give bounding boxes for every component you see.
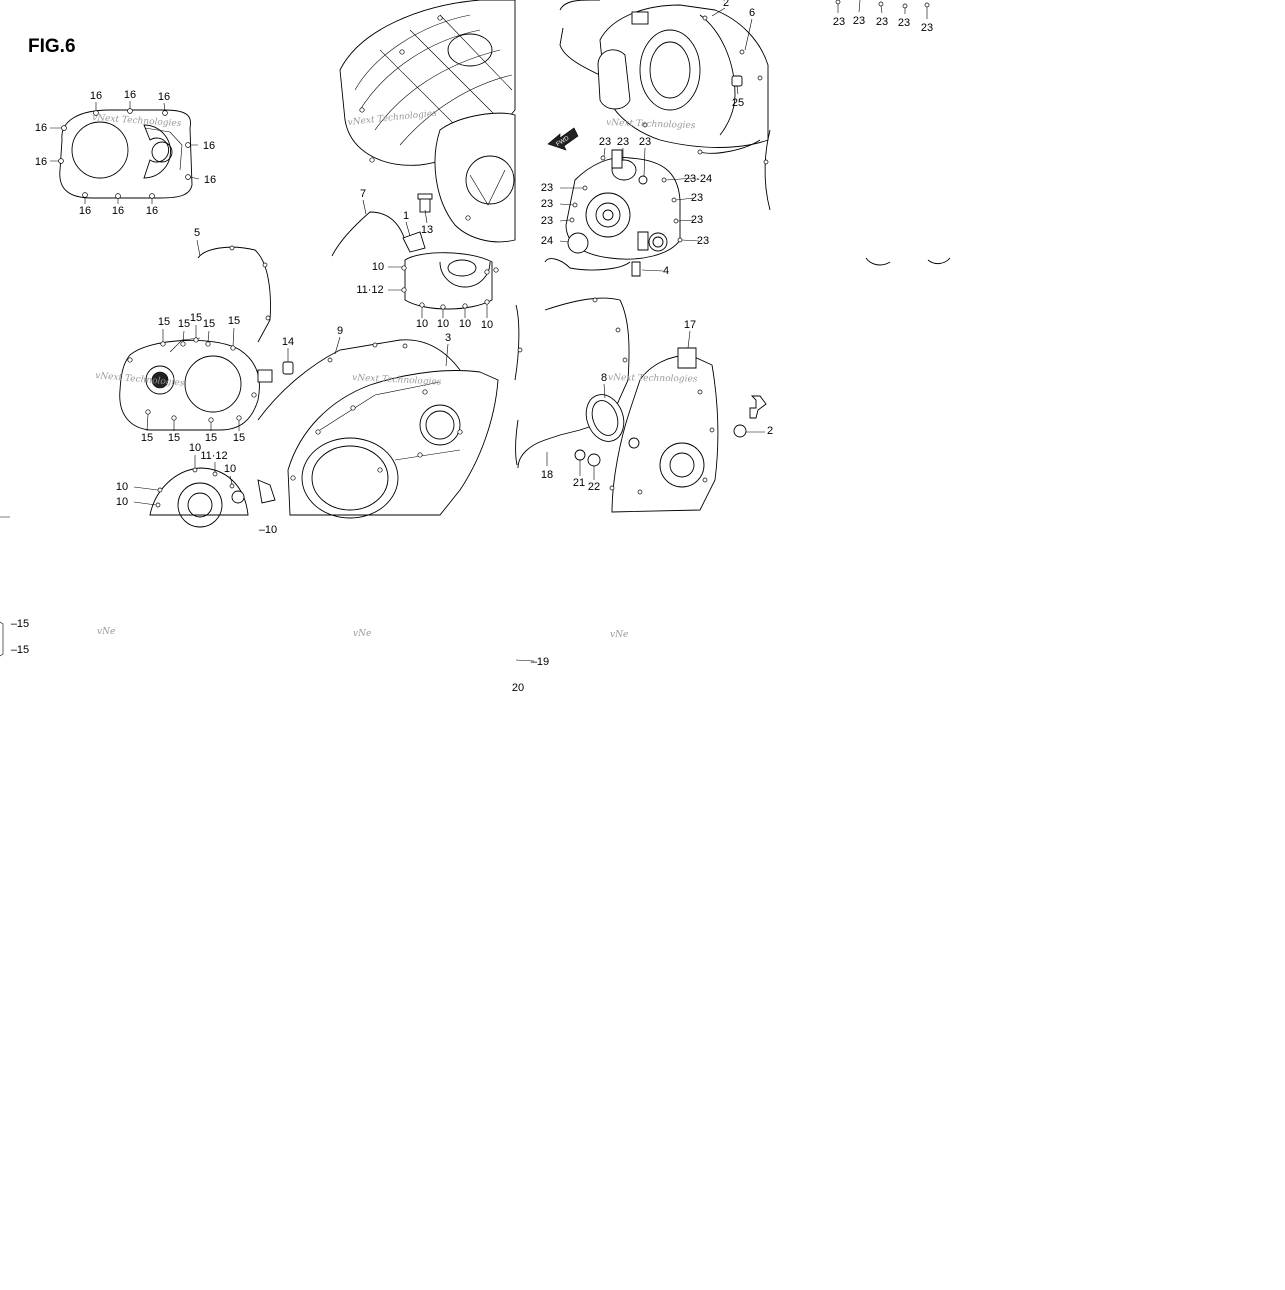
part-label: 15 — [203, 318, 215, 330]
part-label: 24 — [541, 235, 553, 247]
part-label: 23 — [639, 136, 651, 148]
generator-cover — [514, 297, 767, 513]
part-label: 25 — [732, 97, 744, 109]
part-label: 8 — [601, 372, 607, 384]
part-label: 14 — [282, 336, 294, 348]
part-label: 9 — [337, 325, 343, 337]
watermarks: vNext Technologies vNext Technologies vN… — [92, 109, 698, 640]
part-label: 17 — [684, 319, 696, 331]
top-middle-case — [339, 0, 516, 243]
bottom-left-cover — [133, 455, 249, 528]
part-label: 23 — [541, 215, 553, 227]
part-label: 4 — [663, 265, 669, 277]
part-label: 16 — [79, 205, 91, 217]
part-label: –15 — [11, 618, 29, 630]
part-label: 23-24 — [684, 173, 712, 185]
part-label: 11·12 — [356, 284, 383, 296]
part-label: 3 — [445, 332, 451, 344]
part-label: 15 — [190, 312, 202, 324]
part-label: 16 — [203, 140, 215, 152]
stray-fragments — [0, 516, 535, 662]
part-label: 6 — [749, 7, 755, 19]
part-1-and-13 — [402, 193, 433, 253]
part-label: 2 — [767, 425, 773, 437]
part-label: 23 — [541, 198, 553, 210]
part-label: 23 — [853, 15, 865, 27]
part-label: 16 — [204, 174, 216, 186]
part-label: 16 — [146, 205, 158, 217]
forward-direction-arrow: FWD — [547, 127, 579, 151]
gasket-7 — [331, 211, 406, 257]
part-label: 23 — [599, 136, 611, 148]
svg-text:vNext Technologies: vNext Technologies — [608, 373, 698, 385]
part-label: 13 — [421, 224, 433, 236]
part-label: –19 — [531, 656, 549, 668]
part-label: 10 — [116, 481, 128, 493]
stator-cover-top-right — [559, 0, 771, 211]
part-label: 10 — [459, 318, 471, 330]
part-label: 10 — [437, 318, 449, 330]
part-label: 23 — [921, 22, 933, 34]
part-label: –15 — [11, 644, 29, 656]
part-label: 15 — [178, 318, 190, 330]
svg-text:vNe: vNe — [97, 627, 115, 637]
figure-title: FIG.6 — [28, 36, 76, 57]
part-label: 15 — [228, 315, 240, 327]
part-label: 1 — [403, 210, 409, 222]
part-label: 5 — [194, 227, 200, 239]
svg-text:vNe: vNe — [610, 630, 628, 640]
part-14 — [282, 361, 294, 375]
part-label: 16 — [112, 205, 124, 217]
part-label: 16 — [124, 89, 136, 101]
part-label: 15 — [205, 432, 217, 444]
part-label: 15 — [168, 432, 180, 444]
part-label: 23 — [541, 182, 553, 194]
part-label: 15 — [233, 432, 245, 444]
part-label: 10 — [224, 463, 236, 475]
part-label: 15 — [141, 432, 153, 444]
part-label: 23 — [833, 16, 845, 28]
part-label: 16 — [158, 91, 170, 103]
part-label: 23 — [697, 235, 709, 247]
part-label: 18 — [541, 469, 553, 481]
part-label: 16 — [35, 156, 47, 168]
part-label: –10 — [259, 524, 277, 536]
part-label: 15 — [158, 316, 170, 328]
part-label: 16 — [90, 90, 102, 102]
svg-text:vNe: vNe — [353, 629, 371, 639]
crankcase-cover-main — [257, 336, 499, 519]
part-label: 23 — [898, 17, 910, 29]
part-label: 11·12 — [200, 450, 227, 462]
part-label: 23 — [691, 192, 703, 204]
far-right-bolts — [835, 0, 951, 266]
gasket-5 — [197, 246, 271, 343]
part-label: 10 — [481, 319, 493, 331]
part-label: 16 — [35, 122, 47, 134]
part-label: 23 — [691, 214, 703, 226]
clutch-inner-cover — [119, 325, 273, 432]
part-label: 10 — [372, 261, 384, 273]
part-label: 10 — [116, 496, 128, 508]
inner-cover-center — [388, 252, 499, 318]
part-label: 21 — [573, 477, 585, 489]
part-label: 23 — [617, 136, 629, 148]
part-label: 22 — [588, 481, 600, 493]
part-label: 20 — [512, 682, 524, 694]
svg-text:vNext Technologies: vNext Technologies — [606, 118, 696, 131]
part-label: 23 — [876, 16, 888, 28]
water-pump-cover — [544, 147, 700, 277]
part-label: 7 — [360, 188, 366, 200]
part-label: 10 — [416, 318, 428, 330]
svg-text:vNext Technologies: vNext Technologies — [352, 373, 442, 388]
outer-cover-assembly — [50, 101, 200, 204]
part-label: 2 — [723, 0, 729, 9]
part-label: 10 — [189, 442, 201, 454]
